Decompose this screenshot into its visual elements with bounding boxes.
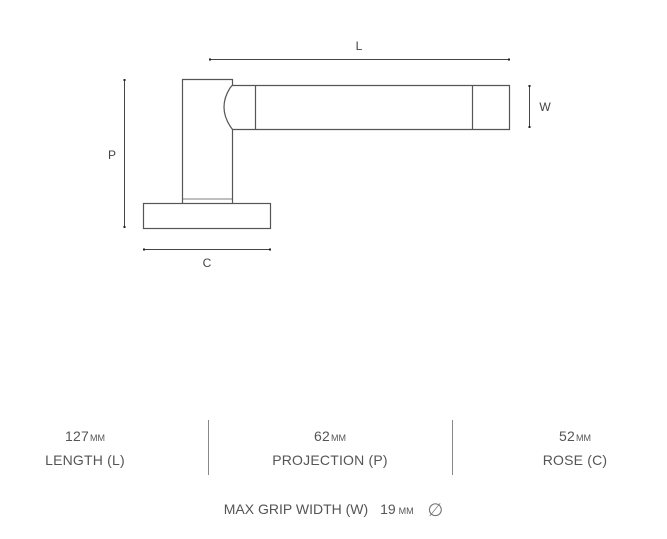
- grip-unit: MM: [398, 506, 414, 516]
- spec-value: 62: [314, 428, 330, 444]
- lever-handle-diagram: L W P C: [108, 39, 551, 270]
- spec-unit: MM: [89, 433, 105, 443]
- spec-label: ROSE (C): [542, 452, 608, 468]
- spec-value: 127: [65, 428, 89, 444]
- spec-length: 127MM LENGTH (L): [25, 428, 145, 468]
- spec-rose: 52MM ROSE (C): [525, 428, 625, 468]
- divider: [208, 420, 209, 475]
- width-label: W: [539, 100, 551, 114]
- spec-label: LENGTH (L): [45, 452, 125, 468]
- spec-unit: MM: [575, 433, 591, 443]
- grip-value: 19: [380, 501, 396, 517]
- spec-value: 52: [559, 428, 575, 444]
- projection-label: P: [108, 148, 116, 162]
- spec-projection: 62MM PROJECTION (P): [250, 428, 410, 468]
- neck: [181, 78, 234, 204]
- grip-label: MAX GRIP WIDTH (W): [223, 501, 369, 517]
- lever-bar: [232, 84, 511, 131]
- rose-label: C: [203, 256, 212, 270]
- length-label: L: [356, 39, 363, 53]
- spec-unit: MM: [330, 433, 346, 443]
- divider: [452, 420, 453, 475]
- rose-plate: [142, 202, 272, 230]
- diameter-icon: ∅: [427, 500, 444, 520]
- spec-label: PROJECTION (P): [272, 452, 388, 468]
